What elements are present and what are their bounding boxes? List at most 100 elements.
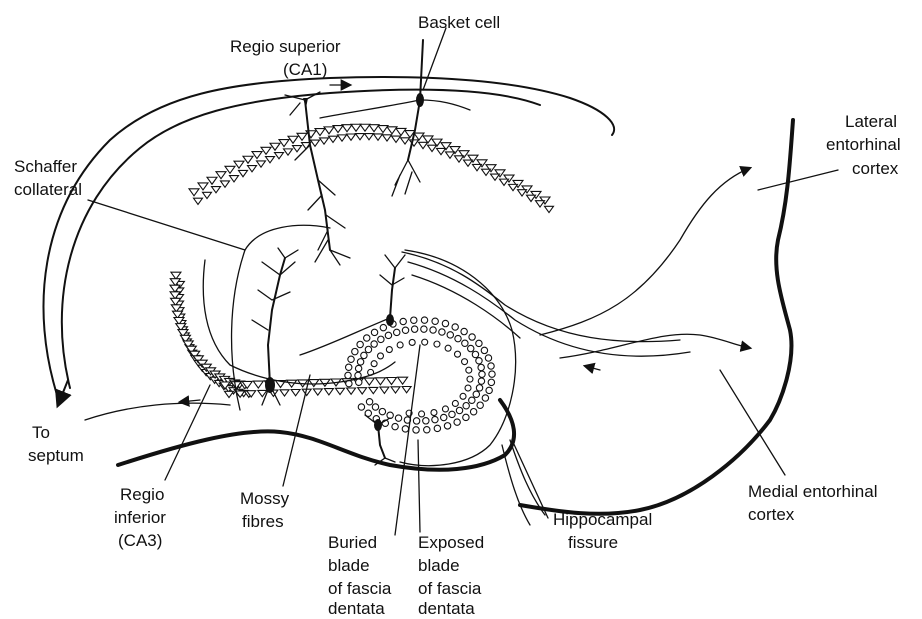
granule-cell	[413, 427, 419, 433]
label-hippocampal: Hippocampal	[553, 510, 652, 529]
granule-cell	[485, 355, 491, 361]
pyramidal-cell	[253, 381, 263, 388]
pyramidal-cell	[221, 181, 230, 187]
pyramidal-cell	[536, 201, 545, 207]
granule-cell	[402, 327, 408, 333]
pyramidal-cell	[216, 172, 226, 179]
label-buried-3: of fascia	[328, 579, 392, 598]
label-collateral: collateral	[14, 180, 82, 199]
granule-cell	[472, 351, 478, 357]
pyramidal-cell	[194, 198, 203, 204]
pyramidal-cell	[398, 377, 408, 384]
granule-cell	[467, 376, 473, 382]
label-exposed-3: of fascia	[418, 579, 482, 598]
granule-cell	[476, 340, 482, 346]
granule-cell	[371, 329, 377, 335]
pyramidal-cell	[336, 388, 345, 394]
pyramidal-cell	[545, 206, 554, 212]
granule-cell	[454, 419, 460, 425]
granule-cell	[461, 328, 467, 334]
pyramidal-cell	[234, 161, 244, 168]
pyramidal-cell	[387, 127, 397, 134]
pyramidal-cell	[391, 387, 400, 393]
granule-cell	[411, 317, 417, 323]
pyramidal-cell	[309, 380, 319, 387]
granule-cell	[488, 379, 494, 385]
pyramidal-cell	[320, 138, 329, 144]
pyramidal-cell	[356, 134, 365, 140]
granule-cell	[434, 341, 440, 347]
granule-cell	[424, 427, 430, 433]
granule-cell	[379, 408, 385, 414]
granule-cell	[355, 365, 361, 371]
pyramidal-cell	[324, 127, 334, 134]
pyramidal-cell	[347, 134, 356, 140]
pyramidal-cell	[306, 131, 316, 138]
granule-cell	[452, 400, 458, 406]
granule-cell	[432, 416, 438, 422]
pyramidal-cell	[491, 174, 500, 180]
septum-fibre	[85, 403, 230, 420]
pyramidal-cell	[203, 192, 212, 198]
granule-cell	[348, 356, 354, 362]
pyramidal-cell	[230, 176, 239, 182]
pyramidal-cell	[364, 378, 374, 385]
granule-cell	[413, 418, 419, 424]
pyramidal-cell	[189, 189, 199, 196]
pyramidal-cell	[171, 272, 181, 279]
arrow-fimbria	[585, 366, 600, 370]
pyramidal-cell	[401, 138, 410, 144]
granule-cell	[361, 352, 367, 358]
entorhinal-cortex-wall	[520, 120, 793, 514]
pyramidal-cell	[351, 124, 361, 131]
label-lateral-1: Lateral	[845, 112, 897, 131]
label-lateral-2: entorhinal	[826, 135, 901, 154]
pyramidal-cell	[358, 388, 367, 394]
pyramidal-cell	[311, 140, 320, 146]
granule-cell	[371, 341, 377, 347]
granule-cell	[395, 415, 401, 421]
granule-cell	[468, 345, 474, 351]
pyramidal-cell	[392, 136, 401, 142]
pyramidal-cell	[464, 160, 473, 166]
granule-cell	[462, 340, 468, 346]
granule-cell	[489, 371, 495, 377]
granule-cell	[385, 332, 391, 338]
granule-cell	[346, 364, 352, 370]
leader-exposed	[418, 440, 420, 532]
label-buried-1: Buried	[328, 533, 377, 552]
dentate-neuron	[300, 255, 405, 355]
pyramidal-cell	[428, 145, 437, 151]
pyramidal-cell	[257, 161, 266, 167]
pyramidal-cell	[248, 166, 257, 172]
granule-cell	[377, 353, 383, 359]
pyramidal-cell	[291, 390, 300, 396]
granule-cell	[449, 411, 455, 417]
pyramidal-cell	[329, 136, 338, 142]
granule-cell	[439, 329, 445, 335]
granule-cell	[365, 346, 371, 352]
pyramidal-cell	[387, 378, 397, 385]
label-exposed-4: dentata	[418, 599, 475, 618]
pyramidal-cell	[297, 133, 307, 140]
leader-medial	[720, 370, 785, 475]
granule-cell	[465, 385, 471, 391]
pyramidal-cell	[396, 128, 406, 135]
pyramidal-cell	[369, 125, 379, 132]
ca1-pyramidal-neuron	[285, 92, 350, 265]
granule-cell	[463, 414, 469, 420]
pyramidal-cell	[324, 389, 333, 395]
granule-cell	[366, 399, 372, 405]
granule-cell	[345, 372, 351, 378]
pyramidal-cell	[455, 156, 464, 162]
leader-basket	[423, 28, 446, 90]
pyramidal-cell	[380, 387, 389, 393]
pyramidal-cell	[252, 152, 262, 159]
pyramidal-cell	[437, 148, 446, 154]
granule-cell-layer	[345, 317, 495, 433]
granule-cell	[430, 327, 436, 333]
label-septum: septum	[28, 446, 84, 465]
granule-cell	[357, 359, 363, 365]
label-basket-cell: Basket cell	[418, 13, 500, 32]
pyramidal-cell	[239, 170, 248, 176]
